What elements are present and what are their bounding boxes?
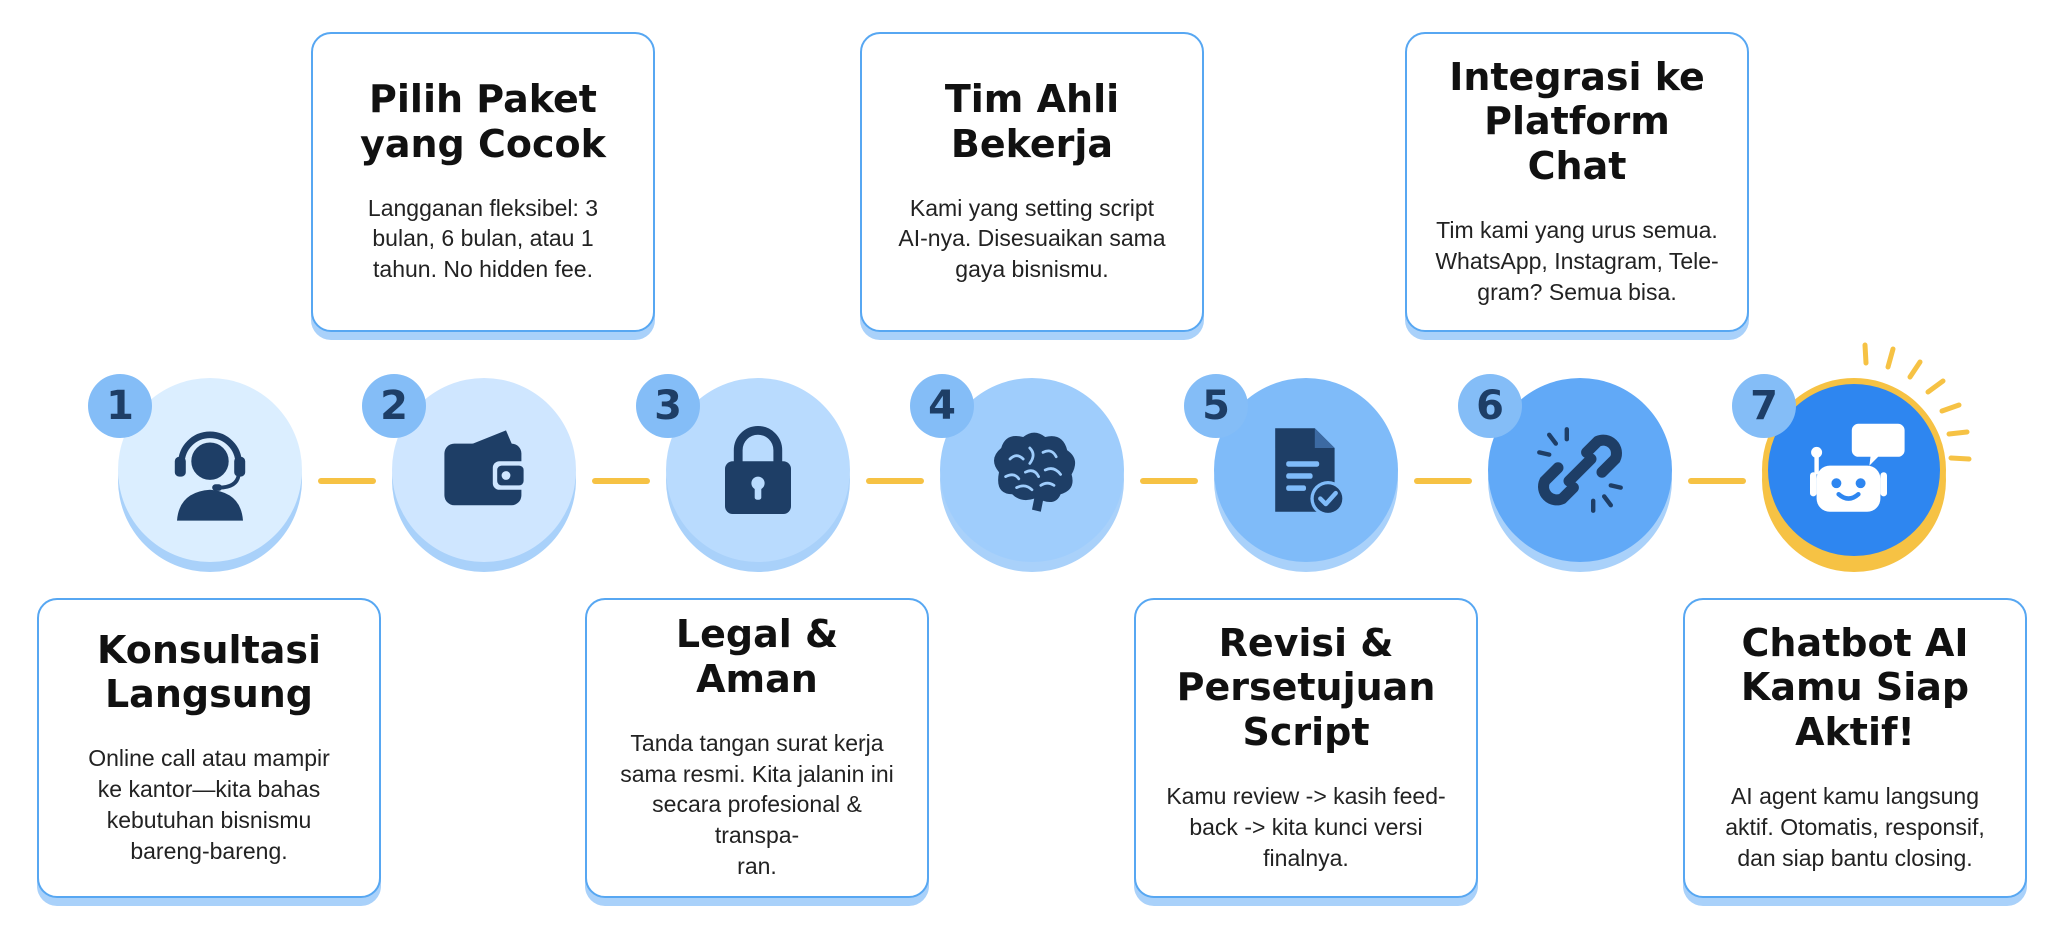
connector-2-3 (592, 478, 650, 484)
step-4-card: Tim Ahli Bekerja Kami yang setting scrip… (860, 32, 1204, 332)
step-1-node: 1 (88, 374, 302, 572)
step-5-description: Kamu review -> kasih feed- back -> kita … (1166, 783, 1446, 871)
step-3-description: Tanda tangan surat kerja sama resmi. Kit… (620, 729, 894, 880)
connector-6-7 (1688, 478, 1746, 484)
headset-person-icon (174, 431, 246, 521)
step-4-title: Tim Ahli Bekerja (944, 76, 1120, 166)
sun-rays-icon (1862, 342, 1972, 462)
step-1-title: Konsultasi Langsung (96, 627, 322, 717)
step-7-card: Chatbot AI Kamu Siap Aktif! AI agent kam… (1683, 598, 2027, 898)
step-7-node: 7 (1732, 374, 1946, 572)
step-6-node: 6 (1458, 374, 1672, 572)
step-4-description: Kami yang setting script AI-nya. Disesua… (898, 194, 1166, 283)
document-check-icon (1275, 428, 1346, 517)
step-2-card: Pilih Paket yang Cocok Langganan fleksib… (311, 32, 655, 332)
step-6-title: Integrasi ke Platform Chat (1449, 54, 1705, 189)
step-1-description: Online call atau mampir ke kantor—kita b… (88, 745, 330, 864)
step-5-node: 5 (1184, 374, 1398, 572)
brain-icon (994, 432, 1076, 512)
connector-4-5 (1140, 478, 1198, 484)
step-3-node: 3 (636, 374, 850, 572)
step-7-badge: 7 (1732, 374, 1796, 438)
step-3-card: Legal & Aman Tanda tangan surat kerja sa… (585, 598, 929, 898)
step-2-node: 2 (362, 374, 576, 572)
step-3-badge: 3 (636, 374, 700, 438)
step-7-title: Chatbot AI Kamu Siap Aktif! (1740, 620, 1970, 755)
step-3-circle (666, 378, 850, 562)
step-2-description: Langganan fleksibel: 3 bulan, 6 bulan, a… (367, 194, 599, 283)
step-3-title: Legal & Aman (675, 612, 839, 701)
step-5-title: Revisi & Persetujuan Script (1176, 620, 1436, 755)
wallet-icon (444, 430, 528, 506)
step-4-node: 4 (910, 374, 1124, 572)
step-6-badge: 6 (1458, 374, 1522, 438)
step-7-circle (1762, 378, 1946, 562)
step-5-card: Revisi & Persetujuan Script Kamu review … (1134, 598, 1478, 898)
step-7-description: AI agent kamu langsung aktif. Otomatis, … (1725, 783, 1985, 871)
connector-3-4 (866, 478, 924, 484)
step-4-badge: 4 (910, 374, 974, 438)
step-6-description: Tim kami yang urus semua. WhatsApp, Inst… (1435, 217, 1719, 305)
step-6-card: Integrasi ke Platform Chat Tim kami yang… (1405, 32, 1749, 332)
step-2-badge: 2 (362, 374, 426, 438)
lock-icon (725, 426, 791, 514)
chatbot-robot-icon (1810, 423, 1905, 512)
connector-5-6 (1414, 478, 1472, 484)
connector-1-2 (318, 478, 376, 484)
step-1-card: Konsultasi Langsung Online call atau mam… (37, 598, 381, 898)
chain-link-icon (1537, 427, 1623, 513)
step-2-title: Pilih Paket yang Cocok (360, 76, 606, 166)
step-5-badge: 5 (1184, 374, 1248, 438)
step-1-badge: 1 (88, 374, 152, 438)
